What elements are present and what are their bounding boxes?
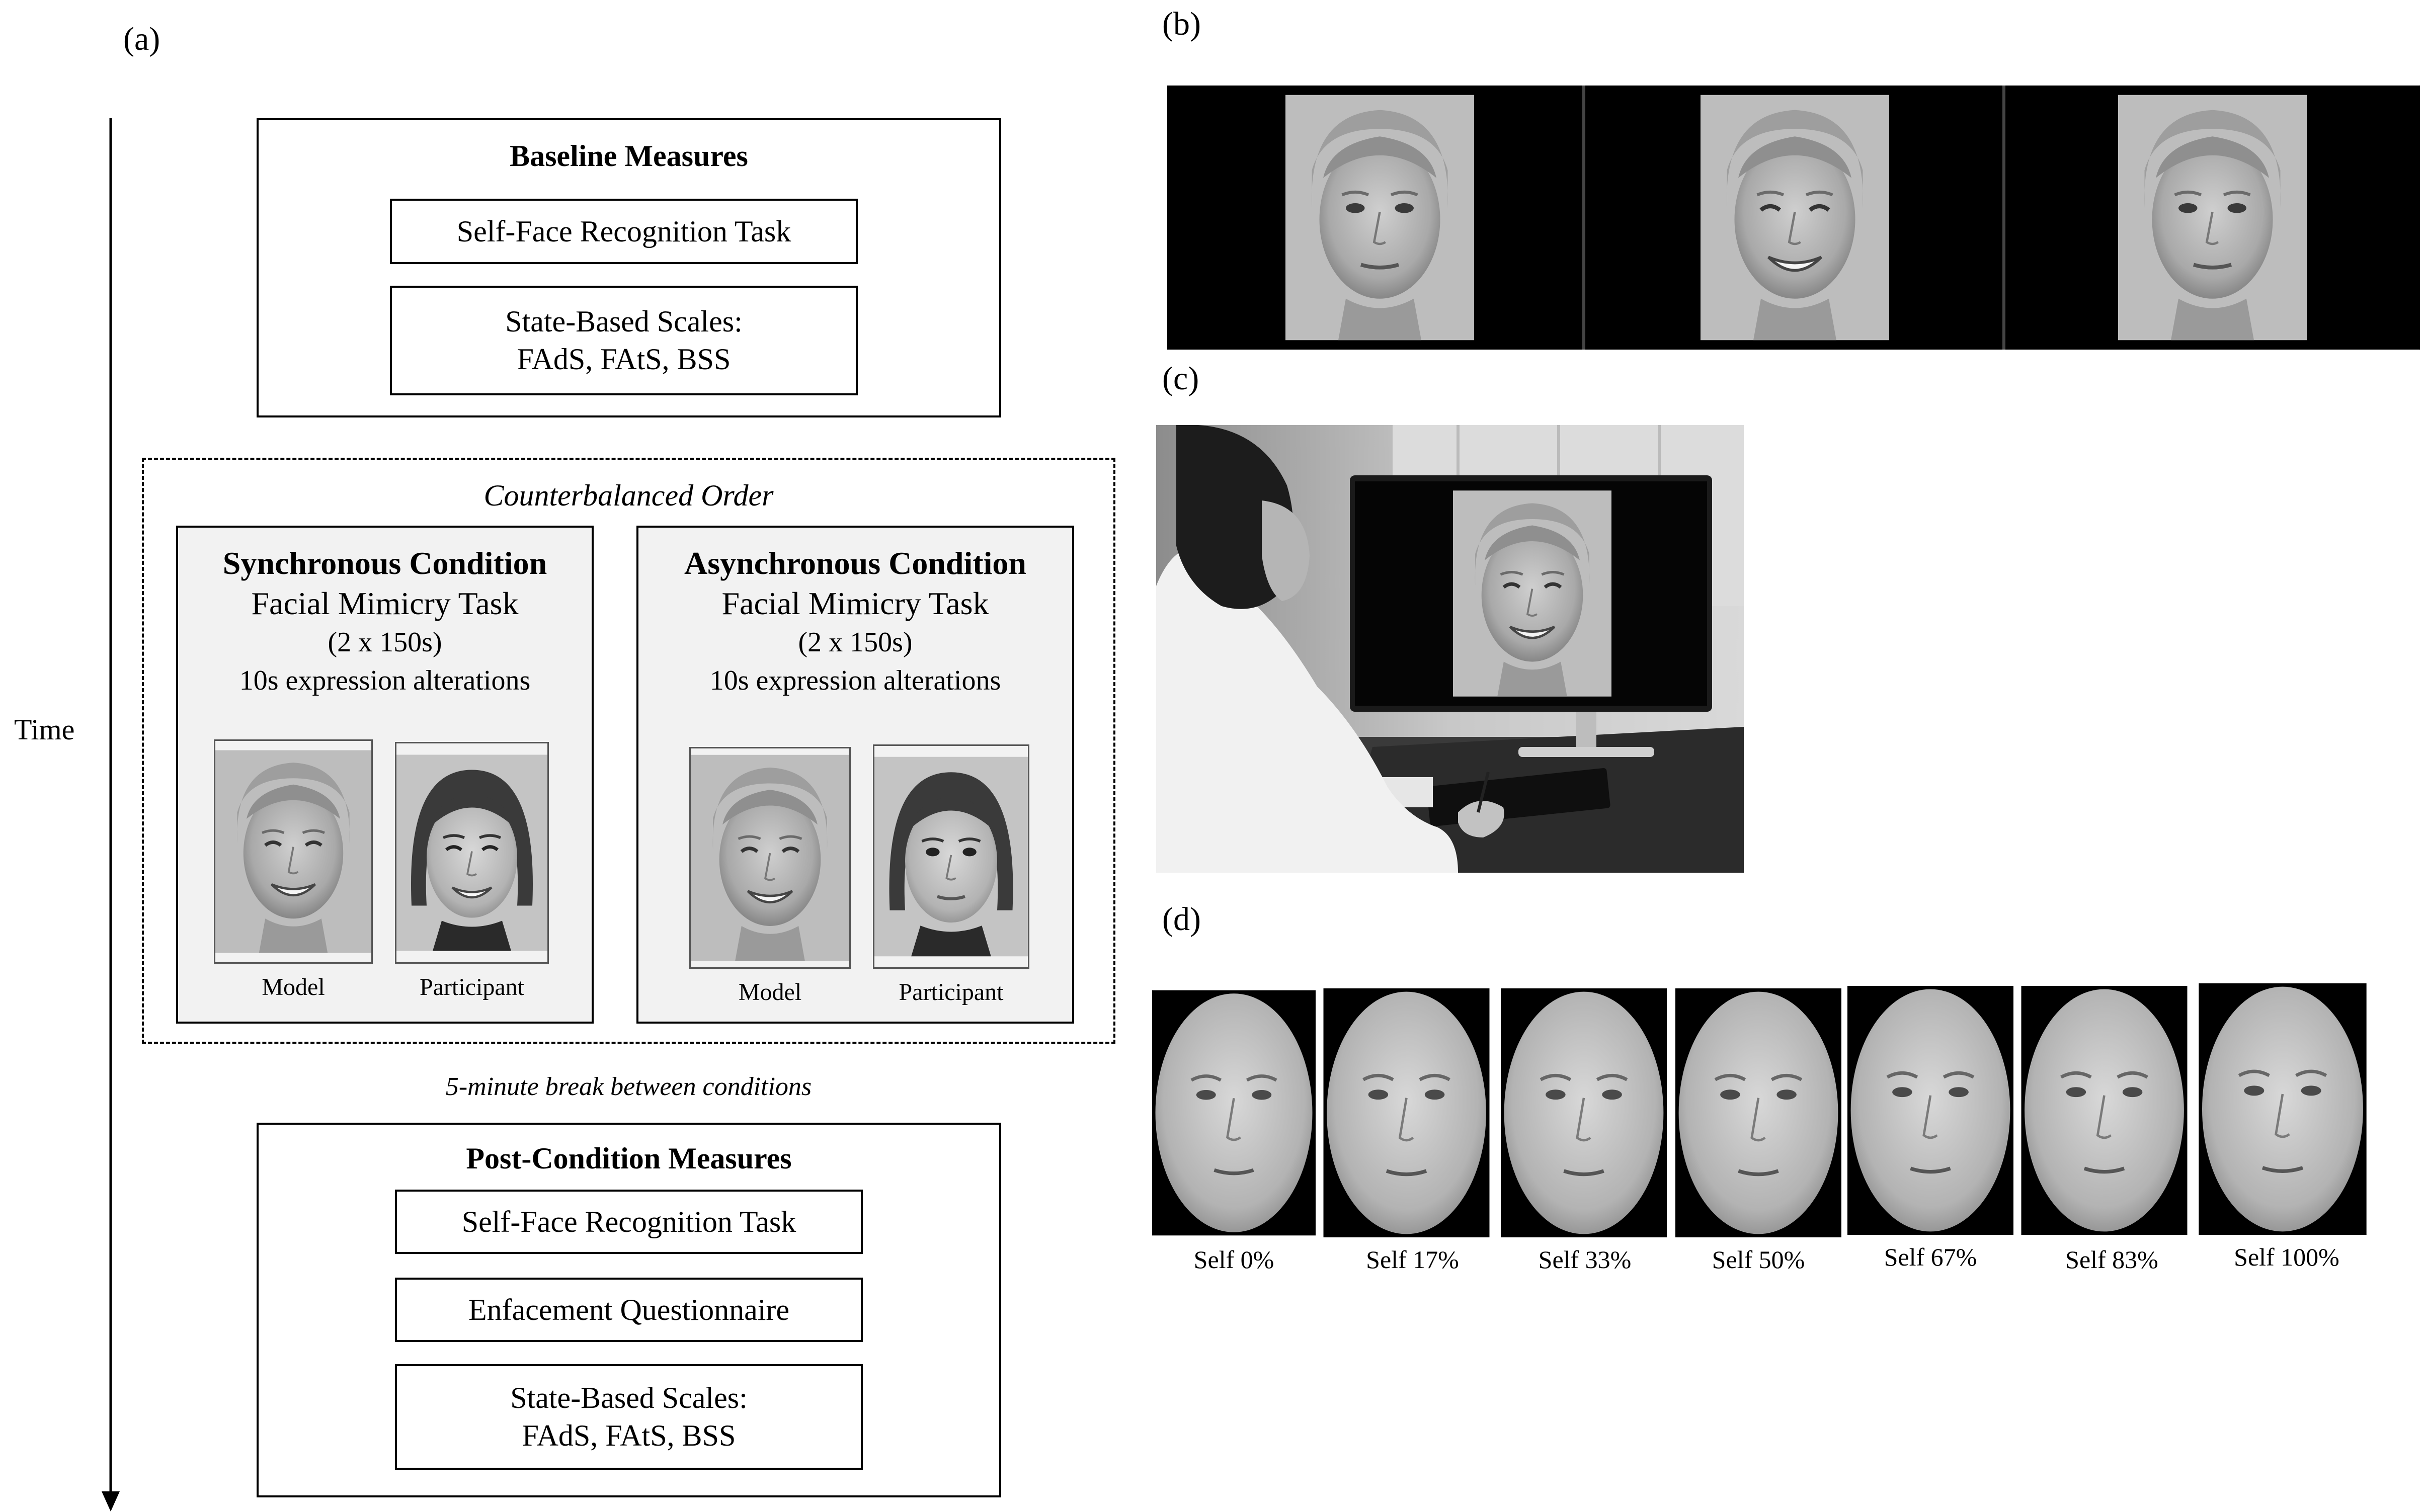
synchronous-task: Facial Mimicry Task (251, 585, 519, 621)
post-scales-line2: FAdS, FAtS, BSS (522, 1419, 736, 1452)
synchronous-title: Synchronous Condition (222, 545, 547, 581)
post-self-face-task-text: Self-Face Recognition Task (461, 1205, 796, 1238)
video-frames-strip (1167, 86, 2420, 350)
morph-caption-0: Self 0% (1193, 1245, 1274, 1274)
post-condition-title: Post-Condition Measures (466, 1141, 792, 1175)
morph-caption-100: Self 100% (2234, 1243, 2339, 1271)
async-model-caption: Model (738, 979, 802, 1005)
baseline-state-scales: State-Based Scales: FAdS, FAtS, BSS (390, 286, 858, 395)
baseline-self-face-task-text: Self-Face Recognition Task (456, 214, 791, 248)
morph-caption-67: Self 67% (1884, 1243, 1977, 1271)
panel-c-label: (c) (1162, 360, 1199, 397)
counterbalanced-label: Counterbalanced Order (483, 478, 774, 512)
async-participant-photo (873, 744, 1029, 969)
post-state-scales: State-Based Scales: FAdS, FAtS, BSS (395, 1364, 863, 1470)
baseline-scales-line2: FAdS, FAtS, BSS (517, 343, 731, 376)
counterbalanced-box (142, 458, 1115, 1044)
frame-divider-2 (2002, 86, 2005, 350)
asynchronous-alterations: 10s expression alterations (709, 664, 1001, 696)
participant-at-computer-photo (1156, 425, 1744, 873)
panel-a-label: (a) (123, 21, 160, 57)
video-frame-neutral-1 (1285, 86, 1474, 350)
post-enfacement-questionnaire-text: Enfacement Questionnaire (468, 1293, 790, 1326)
baseline-measures-box (257, 118, 1001, 417)
post-enfacement-questionnaire: Enfacement Questionnaire (395, 1278, 863, 1342)
morph-caption-33: Self 33% (1538, 1245, 1632, 1274)
baseline-scales-line1: State-Based Scales: (505, 305, 743, 338)
morph-caption-50: Self 50% (1712, 1245, 1805, 1274)
synchronous-text-group: Synchronous Condition Facial Mimicry Tas… (176, 543, 594, 700)
morph-face-self-0 (1152, 988, 1316, 1237)
morph-face-self-33 (1501, 988, 1667, 1237)
sync-participant-caption: Participant (420, 974, 524, 1000)
morph-caption-17: Self 17% (1366, 1245, 1459, 1274)
asynchronous-duration: (2 x 150s) (798, 627, 913, 658)
video-frame-neutral-2 (2118, 86, 2307, 350)
synchronous-duration: (2 x 150s) (328, 627, 442, 658)
asynchronous-title: Asynchronous Condition (684, 545, 1026, 581)
synchronous-alterations: 10s expression alterations (239, 664, 531, 696)
morph-face-self-83 (2020, 986, 2189, 1235)
baseline-measures-title: Baseline Measures (510, 139, 748, 173)
baseline-self-face-task: Self-Face Recognition Task (390, 199, 858, 264)
post-scales-line1: State-Based Scales: (510, 1381, 748, 1414)
time-label: Time (14, 713, 75, 746)
sync-model-caption: Model (262, 974, 325, 1000)
morph-face-self-50 (1675, 988, 1841, 1237)
panel-b-label: (b) (1162, 6, 1201, 42)
frame-divider-1 (1582, 86, 1585, 350)
time-arrow (102, 118, 120, 1511)
morph-face-self-100 (2195, 983, 2371, 1235)
sync-model-photo (214, 739, 373, 964)
async-model-photo (689, 747, 851, 969)
async-participant-caption: Participant (899, 979, 1004, 1005)
post-self-face-task: Self-Face Recognition Task (395, 1190, 863, 1254)
panel-d-label: (d) (1162, 901, 1201, 938)
morph-face-self-17 (1322, 988, 1491, 1237)
morph-face-self-67 (1847, 986, 2013, 1235)
morph-caption-83: Self 83% (2065, 1245, 2158, 1274)
sync-participant-photo (395, 742, 549, 964)
asynchronous-text-group: Asynchronous Condition Facial Mimicry Ta… (636, 543, 1074, 700)
asynchronous-task: Facial Mimicry Task (721, 585, 989, 621)
break-note: 5-minute break between conditions (445, 1072, 812, 1101)
video-frame-smile (1701, 86, 1889, 350)
